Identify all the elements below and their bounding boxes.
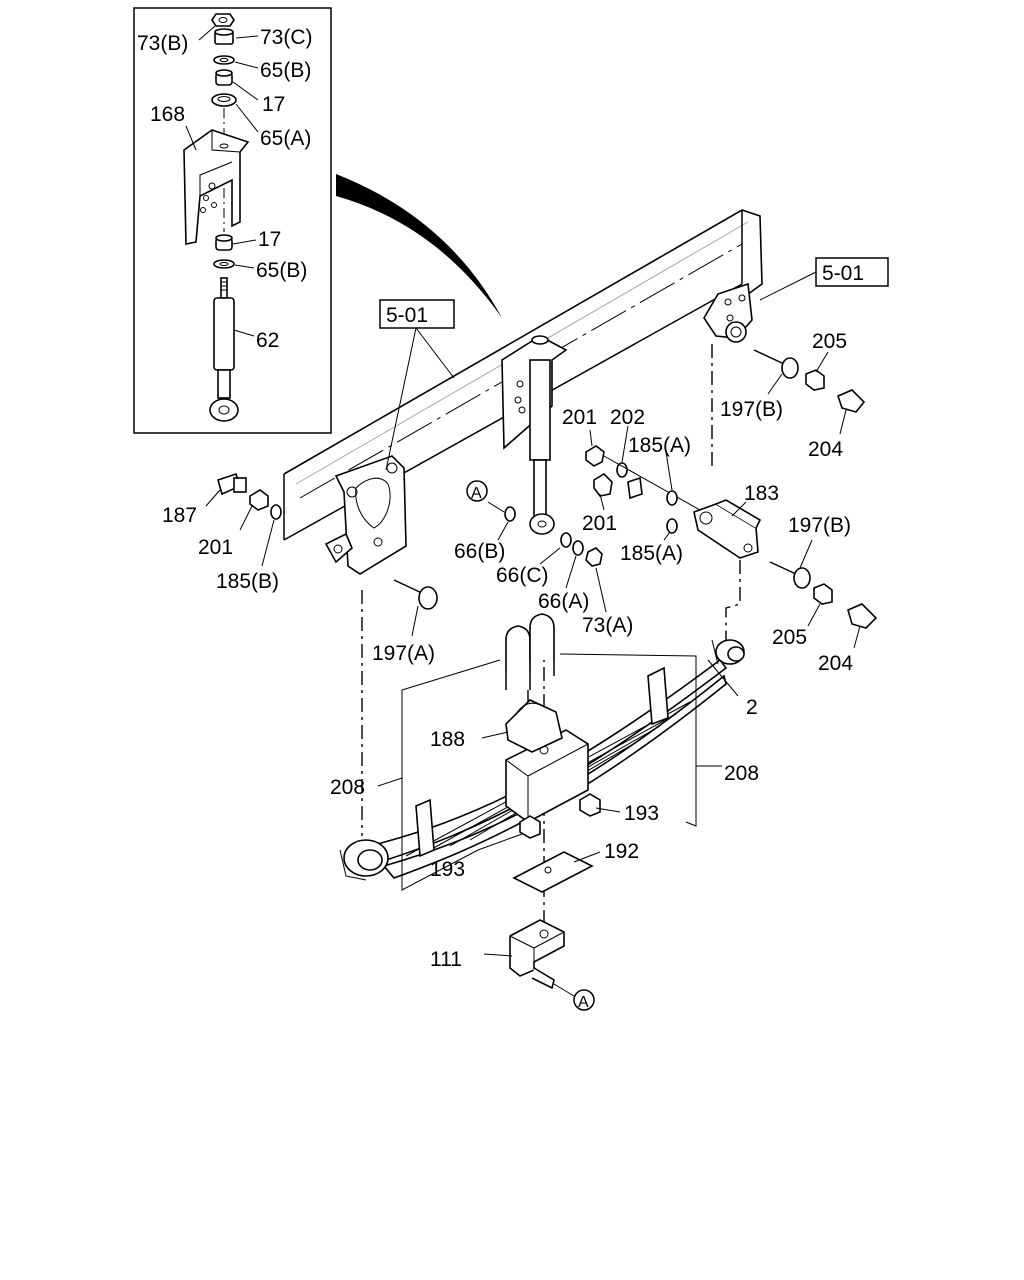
fitting-205-top-part	[805, 369, 825, 391]
label-204-bottom: 204	[818, 652, 853, 675]
nut-201-left-part	[249, 489, 269, 511]
label-17-top: 17	[262, 93, 285, 116]
label-197a: 197(A)	[372, 642, 435, 665]
nut-73a-part	[585, 547, 603, 567]
fitting-205-bottom-part	[813, 583, 833, 605]
label-208-left: 208	[330, 776, 365, 799]
svg-text:A: A	[578, 994, 589, 1011]
label-208-right: 208	[724, 762, 759, 785]
washer-185b-part	[270, 504, 282, 520]
label-2: 2	[746, 696, 758, 719]
label-205-bottom: 205	[772, 626, 807, 649]
label-66b: 66(B)	[454, 540, 505, 563]
nut-193-right-part	[579, 793, 601, 817]
grease-nipple-187-part	[217, 472, 247, 496]
label-205-top: 205	[812, 330, 847, 353]
washer-185a-bottom-part	[666, 518, 678, 534]
bolt-197a-part	[393, 579, 438, 610]
ref-box-right: 5-01	[759, 257, 889, 301]
label-62: 62	[256, 329, 279, 352]
shackle-assembly: 201 202 185(A) 201 185(A) 183 197(B) 197…	[562, 330, 878, 675]
front-hanger-bracket	[324, 455, 407, 575]
circle-ref-a-top: A	[466, 480, 488, 502]
label-73c: 73(C)	[260, 26, 313, 49]
grease-nipple-204-bottom-part	[847, 603, 878, 629]
shock-absorber-62-part	[209, 277, 239, 422]
spring-seat-188-part	[505, 699, 563, 753]
inset-frame	[133, 7, 332, 434]
shock-absorber-mounted	[529, 359, 555, 535]
washer-185a-top-part	[666, 490, 678, 506]
nut-73b-part	[211, 13, 235, 27]
label-192: 192	[604, 840, 639, 863]
label-73b: 73(B)	[137, 32, 188, 55]
label-197b-top: 197(B)	[720, 398, 783, 421]
label-201-mid-top: 201	[562, 406, 597, 429]
nut-201-bottom-part	[593, 472, 613, 497]
label-73a: 73(A)	[582, 614, 633, 637]
rear-hanger-bracket	[703, 282, 753, 343]
label-185b: 185(B)	[216, 570, 279, 593]
label-201-left: 201	[198, 536, 233, 559]
label-204-top: 204	[808, 438, 843, 461]
washer-66a-part	[572, 540, 584, 556]
label-65b-bottom: 65(B)	[256, 259, 307, 282]
label-202: 202	[610, 406, 645, 429]
nut-73c-part	[214, 28, 234, 45]
label-193-right: 193	[624, 802, 659, 825]
label-185a-top: 185(A)	[628, 434, 691, 457]
bracket-111-part	[509, 919, 575, 997]
label-66a: 66(A)	[538, 590, 589, 613]
label-188: 188	[430, 728, 465, 751]
label-193-left: 193	[430, 858, 465, 881]
bolt-197b-bottom-part	[769, 561, 811, 589]
label-65b-top: 65(B)	[260, 59, 311, 82]
label-17-bottom: 17	[258, 228, 281, 251]
shock-lower-fasteners: 66(B) 66(C) 66(A) 73(A)	[454, 501, 633, 637]
shackle-183-part	[693, 499, 762, 559]
nut-193-left-part	[519, 815, 541, 839]
shock-absorber-inset: 73(B) 73(C) 65(B) 17 168 65(A) 17 65(B) …	[133, 7, 332, 434]
label-183: 183	[744, 482, 779, 505]
u-bolts-208-part	[505, 613, 555, 690]
washer-65b-top-part	[213, 55, 235, 65]
bracket-168-part	[183, 129, 250, 245]
washer-66b-part	[504, 506, 516, 522]
label-185a-bottom: 185(A)	[620, 542, 683, 565]
washer-65a-part	[211, 93, 237, 107]
left-fasteners: 187 201 185(B) 197(A)	[162, 472, 438, 665]
label-187: 187	[162, 504, 197, 527]
shackle-plate-202-part	[627, 476, 643, 500]
bushing-17-bottom-part	[215, 234, 233, 251]
washer-65b-bottom-part	[213, 259, 235, 269]
label-65a: 65(A)	[260, 127, 311, 150]
svg-text:A: A	[471, 485, 482, 502]
nut-201-top-part	[585, 445, 605, 467]
ref-5-01-left: 5-01	[386, 304, 428, 327]
grease-nipple-204-top-part	[837, 389, 866, 413]
label-201-mid-bottom: 201	[582, 512, 617, 535]
label-111: 111	[430, 948, 462, 971]
label-168: 168	[150, 103, 185, 126]
detail-callout-arrow	[336, 174, 502, 318]
label-197b-bottom: 197(B)	[788, 514, 851, 537]
circle-ref-a-bottom: A	[573, 989, 595, 1011]
bushing-17-top-part	[215, 69, 233, 86]
leaf-spring-2	[339, 639, 745, 881]
ref-5-01-right: 5-01	[822, 262, 864, 285]
u-bolt-callout-brackets	[377, 653, 739, 957]
bolt-197b-top-part	[753, 349, 799, 379]
plate-192-part	[512, 851, 594, 893]
ref-box-left: 5-01	[379, 299, 455, 471]
label-66c: 66(C)	[496, 564, 549, 587]
washer-66c-part	[560, 532, 572, 548]
washer-202-part	[616, 462, 628, 478]
